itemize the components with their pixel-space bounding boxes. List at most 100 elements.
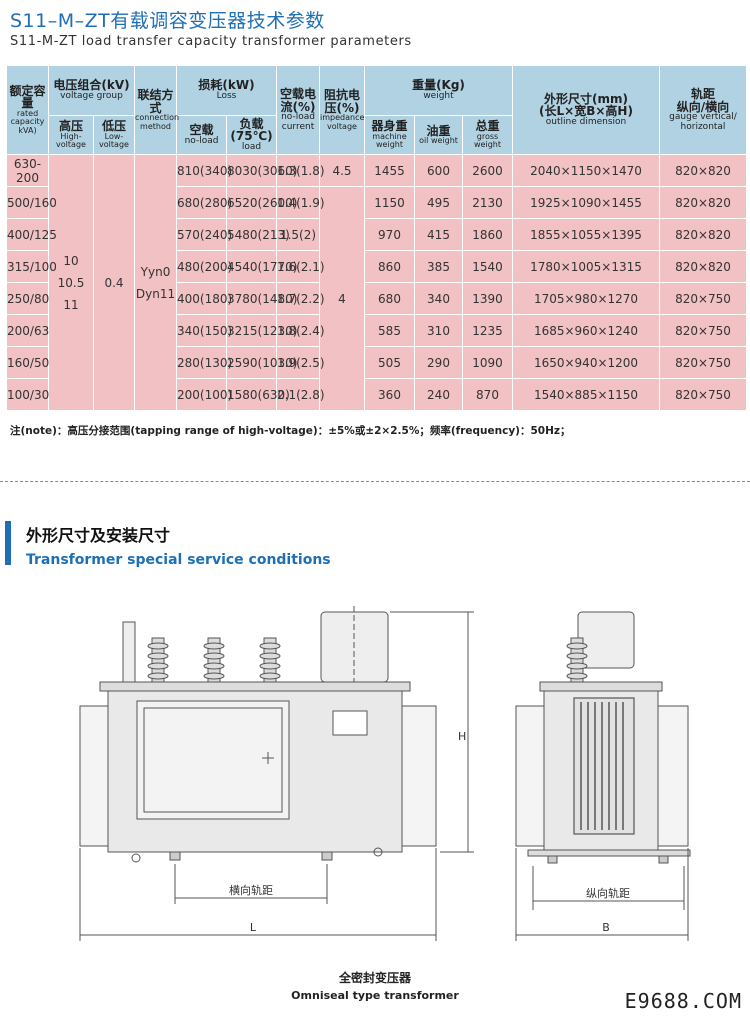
cell-load-loss: 4540(1770) xyxy=(226,250,297,283)
cell-capacity: 100/30 xyxy=(6,378,49,411)
cooling-fins xyxy=(573,697,635,835)
cell-oil-weight: 290 xyxy=(414,346,463,379)
side-wheel-left xyxy=(547,855,558,864)
table-row: 200/63 340(150) 3215(1230) 1.8(2.4) 585 … xyxy=(6,314,747,347)
header-weight: 重量(Kg) weight xyxy=(364,65,513,116)
cell-load-loss: 5480(213) xyxy=(226,218,290,251)
watermark: E9688.COM xyxy=(624,989,742,1013)
side-wheel-right xyxy=(658,855,669,864)
cell-gross-weight: 2130 xyxy=(462,186,513,219)
cell-low-voltage: 0.4 xyxy=(93,154,135,411)
header-connection: 联结方式 connection method xyxy=(134,65,179,155)
side-bushing xyxy=(566,637,588,683)
table-row: 400/125 570(240) 5480(213) 1.5(2) 970 41… xyxy=(6,218,747,251)
cell-dimension: 1855×1055×1395 xyxy=(512,218,660,251)
cell-current: 1.5(2) xyxy=(276,218,320,251)
section-title: 外形尺寸及安装尺寸 xyxy=(26,526,171,545)
cell-gauge: 820×820 xyxy=(659,218,747,251)
cell-gross-weight: 1860 xyxy=(462,218,513,251)
cell-oil-weight: 240 xyxy=(414,378,463,411)
label-track-horizontal: 横向轨距 xyxy=(229,883,273,897)
cell-dimension: 1650×940×1200 xyxy=(512,346,660,379)
side-left-radiator xyxy=(515,705,547,847)
cell-machine-weight: 1455 xyxy=(364,154,415,187)
cell-oil-weight: 415 xyxy=(414,218,463,251)
side-base xyxy=(527,849,691,857)
cell-machine-weight: 585 xyxy=(364,314,415,347)
cell-machine-weight: 680 xyxy=(364,282,415,315)
cell-connection: Yyn0 Dyn11 xyxy=(134,154,177,411)
cell-gauge: 820×820 xyxy=(659,154,747,187)
cell-machine-weight: 860 xyxy=(364,250,415,283)
header-dimension: 外形尺寸(mm) (长L×宽B×高H) outline dimension xyxy=(512,65,660,155)
cell-current: 1.6(2.1) xyxy=(276,250,325,283)
cell-capacity: 630-200 xyxy=(6,154,49,187)
cell-no-load-loss: 570(240) xyxy=(176,218,232,251)
cell-current: 1.4(1.9) xyxy=(276,186,325,219)
cell-dimension: 1780×1005×1315 xyxy=(512,250,660,283)
cell-capacity: 400/125 xyxy=(6,218,57,251)
cell-capacity: 160/50 xyxy=(6,346,49,379)
cell-machine-weight: 505 xyxy=(364,346,415,379)
cell-dimension: 1685×960×1240 xyxy=(512,314,660,347)
cell-dimension: 1540×885×1150 xyxy=(512,378,660,411)
side-view xyxy=(515,611,691,941)
wheel-right xyxy=(321,851,333,861)
label-length: L xyxy=(250,921,257,934)
header-high-voltage: 高压 High-voltage xyxy=(48,115,94,155)
page-subtitle: S11-M-ZT load transfer capacity transfor… xyxy=(10,34,412,49)
ground-mark-left xyxy=(131,853,141,863)
cell-machine-weight: 1150 xyxy=(364,186,415,219)
cell-gross-weight: 870 xyxy=(462,378,513,411)
cell-current: 2.1(2.8) xyxy=(276,378,325,411)
bushing-3 xyxy=(259,637,281,683)
cell-load-loss: 2590(1030) xyxy=(226,346,297,379)
cell-gauge: 820×820 xyxy=(659,250,747,283)
header-machine-weight: 器身重 machine weight xyxy=(364,115,415,155)
cell-oil-weight: 310 xyxy=(414,314,463,347)
table-row: 100/30 200(100) 1580(630) 2.1(2.8) 360 2… xyxy=(6,378,747,411)
cell-no-load-loss: 480(200) xyxy=(176,250,232,283)
left-radiator xyxy=(79,705,111,847)
spec-table: 额定容量 rated capacity kVA) 电压组合(kV) voltag… xyxy=(6,65,747,411)
cell-no-load-loss: 680(280) xyxy=(176,186,232,219)
bushing-1 xyxy=(147,637,169,683)
cell-load-loss: 3215(1230) xyxy=(226,314,297,347)
label-height: H xyxy=(458,730,466,743)
cell-no-load-loss: 810(340) xyxy=(176,154,232,187)
header-loss: 损耗(kW) Loss xyxy=(176,65,277,116)
header-low-voltage: 低压 Low-voltage xyxy=(93,115,135,155)
door-inner xyxy=(143,707,283,813)
cell-current: 1.9(2.5) xyxy=(276,346,325,379)
cell-impedance: 4.5 xyxy=(319,154,365,187)
header-capacity: 额定容量 rated capacity kVA) xyxy=(6,65,49,155)
cell-current: 1.7(2.2) xyxy=(276,282,325,315)
table-row: 315/100 480(200) 4540(1770) 1.6(2.1) 860… xyxy=(6,250,747,283)
header-gross-weight: 总重 gross weight xyxy=(462,115,513,155)
drawing-caption-en: Omniseal type transformer xyxy=(291,989,459,1002)
side-tank-lid xyxy=(539,681,663,692)
cell-machine-weight: 360 xyxy=(364,378,415,411)
tank-lid xyxy=(99,681,411,692)
cell-gauge: 820×750 xyxy=(659,346,747,379)
cell-dimension: 2040×1150×1470 xyxy=(512,154,660,187)
cell-capacity: 250/80 xyxy=(6,282,49,315)
side-oil-conservator xyxy=(577,611,635,669)
bushing-2 xyxy=(203,637,225,683)
cell-load-loss: 1580(630) xyxy=(226,378,290,411)
cell-oil-weight: 340 xyxy=(414,282,463,315)
table-row: 250/80 400(180) 3780(1480) 1.7(2.2) 680 … xyxy=(6,282,747,315)
cell-gross-weight: 1540 xyxy=(462,250,513,283)
cell-gross-weight: 1090 xyxy=(462,346,513,379)
cell-impedance: 4 xyxy=(319,186,365,411)
header-current: 空载电流(%) no-load current xyxy=(276,65,320,155)
cell-gauge: 820×820 xyxy=(659,186,747,219)
cell-capacity: 315/100 xyxy=(6,250,57,283)
table-row: 630-200 10 10.5 11 0.4 Yyn0 Dyn11 810(34… xyxy=(6,154,747,411)
label-track-vertical: 纵向轨距 xyxy=(586,886,630,900)
cell-gross-weight: 1235 xyxy=(462,314,513,347)
cell-gross-weight: 2600 xyxy=(462,154,513,187)
nameplate xyxy=(332,710,368,736)
cell-load-loss: 6520(2600) xyxy=(226,186,297,219)
drawing-caption-cn: 全密封变压器 xyxy=(338,971,411,985)
